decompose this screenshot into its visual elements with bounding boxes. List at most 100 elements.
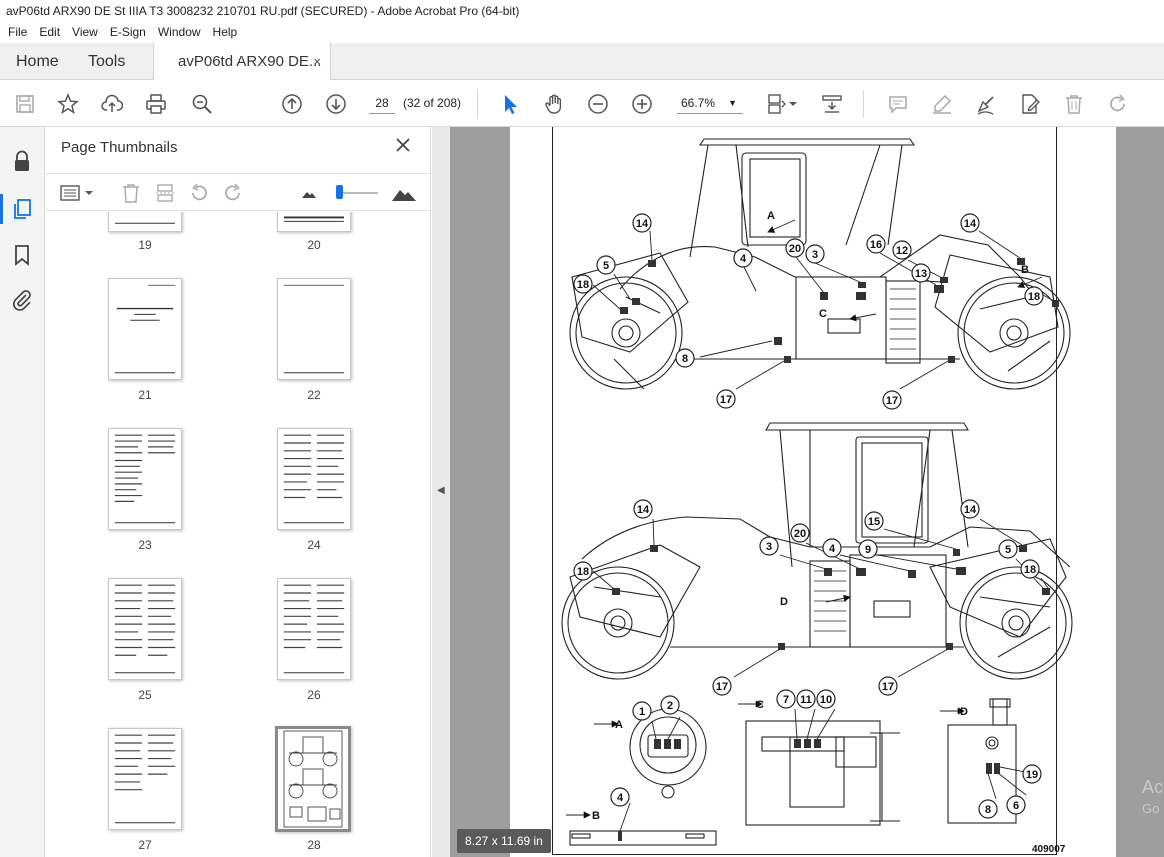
- roller-diagram: 14 5 18 4 20 3 A C 8 17 16 12 13 14 B 18…: [561, 138, 1073, 846]
- thumbnail-label: 22: [307, 388, 321, 402]
- lock-icon[interactable]: [10, 149, 34, 173]
- redo-icon[interactable]: [1105, 91, 1131, 117]
- zoom-search-icon[interactable]: [189, 91, 215, 117]
- left-rail: [0, 127, 45, 857]
- callout-text: 8: [985, 804, 991, 816]
- page-size-indicator: 8.27 x 11.69 in: [457, 829, 551, 853]
- callout-text: 14: [964, 218, 977, 230]
- menu-esign[interactable]: E-Sign: [109, 25, 146, 39]
- thumbnail-label: 27: [138, 838, 152, 852]
- detail-label: C: [756, 699, 764, 711]
- scroll-mode-icon[interactable]: [819, 91, 845, 117]
- callout-text: 17: [882, 681, 894, 693]
- tab-close-icon[interactable]: ×: [313, 54, 321, 69]
- callout-text: A: [767, 210, 775, 222]
- detail-d-drawing: [947, 698, 1017, 824]
- thumbnail-page-21[interactable]: [108, 278, 182, 380]
- thumbnail-page-24[interactable]: [277, 428, 351, 530]
- document-view[interactable]: 14 5 18 4 20 3 A C 8 17 16 12 13 14 B 18…: [450, 127, 1164, 857]
- zoom-out-icon[interactable]: [585, 91, 611, 117]
- page-fit-icon[interactable]: [763, 91, 789, 117]
- tab-home[interactable]: Home: [16, 53, 59, 70]
- callout-text: 18: [577, 279, 589, 291]
- zoom-in-icon[interactable]: [629, 91, 655, 117]
- callout-text: 2: [667, 700, 673, 712]
- attachment-icon[interactable]: [10, 288, 34, 312]
- sticker-markers-middle: [612, 545, 1050, 650]
- panel-collapse-handle[interactable]: ◀: [432, 127, 450, 857]
- detail-label: D: [960, 706, 968, 718]
- main-toolbar: 28 (32 of 208) 66.7% ▼: [0, 80, 1164, 127]
- detail-d-markers: [986, 763, 1000, 774]
- callout-text: 18: [577, 566, 589, 578]
- chevron-down-icon: ▼: [728, 98, 737, 108]
- thumbnail-page-26[interactable]: [277, 578, 351, 680]
- callout-numbers: 14 5 18 4 20 3 A C 8 17 16 12 13 14 B 18…: [577, 210, 1040, 822]
- callout-text: 19: [1026, 769, 1038, 781]
- menu-file[interactable]: File: [8, 25, 28, 39]
- detail-label: B: [592, 810, 600, 822]
- comment-icon[interactable]: [885, 91, 911, 117]
- small-mountain-icon[interactable]: [298, 182, 320, 204]
- detail-b-drawing: [569, 830, 717, 846]
- delete-page-icon[interactable]: [120, 182, 142, 204]
- callout-text: 18: [1028, 291, 1040, 303]
- page-thumbnails-icon[interactable]: [10, 197, 34, 221]
- thumbnail-size-slider[interactable]: [338, 192, 378, 194]
- callout-text: D: [780, 596, 788, 608]
- sticker-markers-top: [620, 258, 1059, 363]
- draw-icon[interactable]: [973, 91, 999, 117]
- zoom-select[interactable]: 66.7% ▼: [677, 92, 743, 114]
- menu-help[interactable]: Help: [212, 25, 238, 39]
- rotate-left-icon[interactable]: [188, 182, 210, 204]
- menu-view[interactable]: View: [72, 25, 98, 39]
- callout-text: 16: [870, 239, 882, 251]
- thumbnail-page-20[interactable]: [277, 212, 351, 232]
- slider-handle[interactable]: [336, 185, 343, 199]
- thumbnail-page-23[interactable]: [108, 428, 182, 530]
- star-icon[interactable]: [55, 91, 81, 117]
- page-count: (32 of 208): [403, 96, 462, 110]
- page-down-icon[interactable]: [323, 91, 349, 117]
- callout-text: 18: [1024, 564, 1036, 576]
- extract-page-icon[interactable]: [154, 182, 176, 204]
- tab-document[interactable]: avP06td ARX90 DE... ×: [153, 43, 331, 81]
- print-icon[interactable]: [143, 91, 169, 117]
- thumbnail-page-28-selected[interactable]: [275, 726, 351, 832]
- page-up-icon[interactable]: [279, 91, 305, 117]
- save-icon[interactable]: [12, 91, 38, 117]
- page-number-input[interactable]: 28: [369, 92, 395, 114]
- toolbar-divider: [477, 90, 478, 118]
- hand-tool-icon[interactable]: [541, 91, 567, 117]
- detail-label: A: [615, 719, 623, 731]
- tab-tools[interactable]: Tools: [88, 53, 126, 70]
- select-cursor-icon[interactable]: [497, 91, 523, 117]
- chevron-down-icon[interactable]: [787, 91, 799, 117]
- thumbnail-label: 23: [138, 538, 152, 552]
- rotate-right-icon[interactable]: [222, 182, 244, 204]
- activation-watermark-sub: Go: [1142, 801, 1160, 816]
- thumbnail-page-22[interactable]: [277, 278, 351, 380]
- thumbnail-page-27[interactable]: [108, 728, 182, 830]
- highlight-icon[interactable]: [929, 91, 955, 117]
- callout-text: 20: [789, 243, 801, 255]
- large-mountain-icon[interactable]: [390, 182, 418, 204]
- thumbnail-page-19[interactable]: [108, 212, 182, 232]
- bookmark-icon[interactable]: [10, 243, 34, 267]
- cloud-upload-icon[interactable]: [99, 91, 125, 117]
- delete-icon[interactable]: [1061, 91, 1087, 117]
- callout-text: 8: [682, 353, 688, 365]
- close-icon[interactable]: [395, 137, 411, 153]
- callout-text: 14: [636, 218, 649, 230]
- callout-text: 17: [720, 394, 732, 406]
- edit-pdf-icon[interactable]: [1017, 91, 1043, 117]
- options-menu-icon[interactable]: [60, 182, 96, 204]
- thumbnail-label: 25: [138, 688, 152, 702]
- callout-text: 10: [820, 694, 832, 706]
- menu-edit[interactable]: Edit: [39, 25, 61, 39]
- menu-window[interactable]: Window: [157, 25, 201, 39]
- thumbnail-page-25[interactable]: [108, 578, 182, 680]
- callout-text: 17: [716, 681, 728, 693]
- thumbnail-toolbar: [46, 173, 431, 211]
- callout-text: 15: [868, 516, 880, 528]
